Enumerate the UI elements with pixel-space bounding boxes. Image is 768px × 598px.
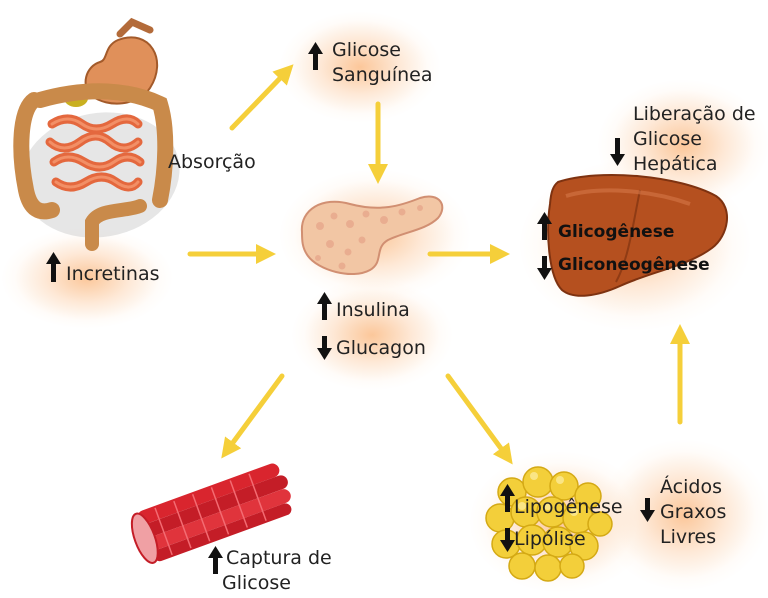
arrow-down-icon <box>537 256 552 280</box>
label-glicose-sanguinea: Glicose Sanguínea <box>332 38 433 88</box>
arrow-up-icon <box>46 252 61 282</box>
label-line: Graxos <box>660 500 726 525</box>
label-line: Glicose <box>332 38 433 63</box>
arrow-up-icon <box>208 546 223 574</box>
arrow-down-icon <box>610 138 625 166</box>
label-absorcao: Absorção <box>168 150 256 175</box>
label-liberacao: Liberação de Glicose Hepática <box>633 102 756 177</box>
label-glucagon: Glucagon <box>336 336 426 361</box>
label-line: Glicose <box>222 571 332 596</box>
label-acidos-graxos: Ácidos Graxos Livres <box>660 475 726 550</box>
label-line: Ácidos <box>660 475 726 500</box>
arrow-up-icon <box>537 212 552 240</box>
label-line: Glicose <box>633 127 756 152</box>
label-captura: Captura de Glicose <box>226 546 332 596</box>
arrow-up-icon <box>317 292 332 320</box>
label-line: Livres <box>660 525 726 550</box>
label-line: Liberação de <box>633 102 756 127</box>
label-lipogenese: Lipogênese <box>514 495 623 520</box>
arrow-down-icon <box>640 498 655 522</box>
arrow-down-icon <box>317 336 332 360</box>
arrow-up-icon <box>500 484 515 512</box>
label-line: Sanguínea <box>332 63 433 88</box>
label-line: Hepática <box>633 152 756 177</box>
label-line: Captura de <box>226 546 332 571</box>
label-incretinas: Incretinas <box>66 262 160 287</box>
arrow-up-icon <box>308 42 323 70</box>
label-gliconeogenese: Gliconeogênese <box>558 253 710 278</box>
arrow-down-icon <box>500 528 515 552</box>
label-insulina: Insulina <box>336 298 410 323</box>
label-glicogenese: Glicogênese <box>558 220 674 245</box>
label-lipolise: Lipólise <box>514 527 586 552</box>
